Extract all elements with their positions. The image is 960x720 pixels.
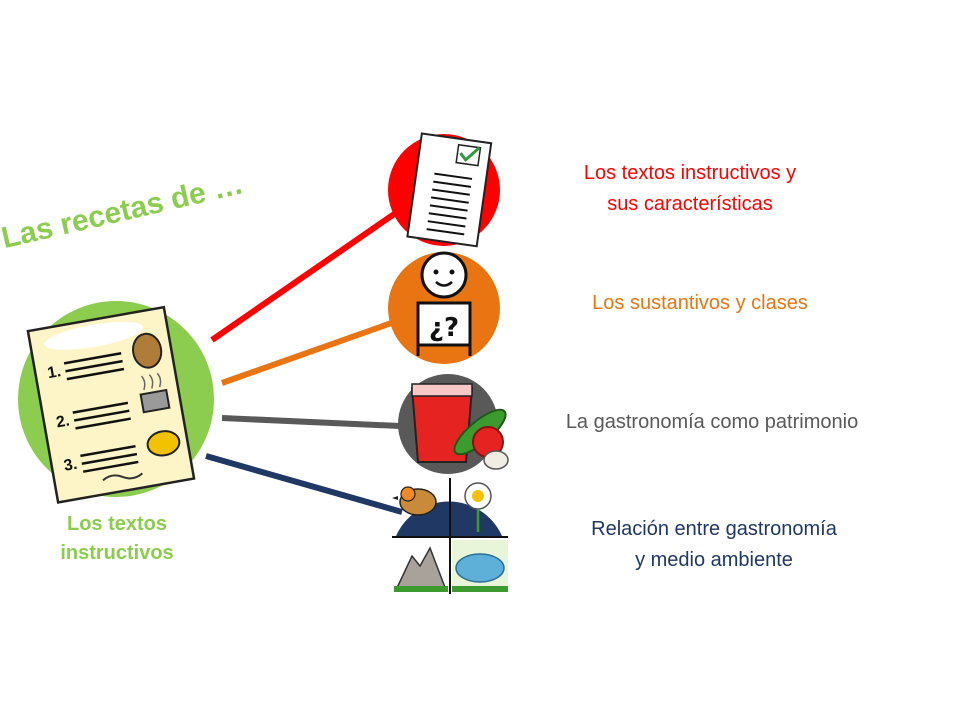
branch-3-line-1: La gastronomía como patrimonio	[565, 411, 859, 433]
connector-4	[205, 453, 403, 515]
branch-1-line-2: sus características	[607, 193, 773, 215]
branch-4-line-1: Relación entre gastronomía	[591, 518, 837, 540]
connector-1	[210, 207, 402, 343]
main-topic-line-1: Los textos	[66, 513, 168, 535]
recipe-sheet-icon: 1. 2. 3.	[18, 301, 214, 504]
daisy-icon	[464, 482, 492, 532]
branch-4-line-2: y medio ambiente	[635, 549, 793, 571]
svg-text:1.: 1.	[46, 363, 62, 382]
main-topic-line-2: instructivos	[60, 542, 174, 564]
svg-text:2.: 2.	[55, 412, 71, 431]
svg-text:3.: 3.	[62, 456, 78, 475]
connector-2	[220, 317, 402, 386]
branch-label-1: Los textos instructivos y sus caracterís…	[520, 158, 860, 220]
checklist-icon	[388, 132, 500, 248]
environment-icon	[392, 478, 508, 594]
branch-label-4: Relación entre gastronomía y medio ambie…	[544, 514, 884, 576]
main-topic-label: Los textos instructivos	[40, 510, 194, 568]
branch-2-line-1: Los sustantivos y clases	[592, 292, 808, 314]
food-icon	[398, 374, 509, 474]
branch-1-line-1: Los textos instructivos y	[583, 162, 797, 184]
branch-label-3: La gastronomía como patrimonio	[522, 407, 902, 438]
question-person-icon: ¿?	[388, 251, 500, 364]
branch-label-2: Los sustantivos y clases	[530, 288, 870, 319]
svg-text:¿?: ¿?	[429, 313, 459, 343]
connector-3	[221, 415, 401, 429]
